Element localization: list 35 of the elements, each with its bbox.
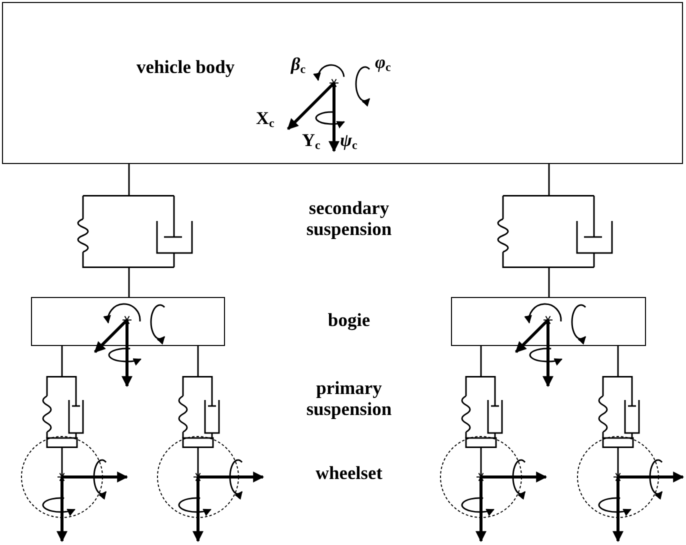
spring-damper-drawing [596,376,640,448]
wheel-circle [440,436,522,518]
connector-line [480,448,482,477]
level-label: wheelset [314,464,384,485]
axis-symbol-label: β$_{c}$ [291,54,306,74]
connector-line [128,268,130,297]
connector-line [617,448,619,477]
spring-damper-drawing [176,376,220,448]
connector-line [480,346,482,376]
level-label: bogie [326,311,372,332]
wheel-circle [577,436,659,518]
connector-line [61,346,63,376]
spring-damper-drawing [459,376,503,448]
level-label: primary suspension [305,379,393,421]
axis-symbol-label: Y$_{c}$ [302,130,320,150]
connector-line [617,346,619,376]
axis-symbol-label: ψ$_{c}$ [340,130,358,150]
axis-symbol-label: X$_{c}$ [256,108,274,128]
spring-damper-drawing [40,376,84,448]
spring-damper-drawing [495,195,614,268]
level-label: secondary suspension [305,199,393,241]
connector-line [197,448,199,477]
spring-damper-drawing [75,195,194,268]
connector-line [197,346,199,376]
bogie-box [451,297,646,346]
connector-line [548,268,550,297]
connector-line [61,448,63,477]
vehicle-body-box [2,2,683,164]
bogie-box [31,297,225,346]
wheel-circle [157,436,239,518]
connector-line [128,164,130,195]
wheel-circle [21,436,103,518]
connector-line [548,164,550,195]
node-label: vehicle body [136,58,235,78]
axis-symbol-label: φ$_{c}$ [375,52,391,72]
